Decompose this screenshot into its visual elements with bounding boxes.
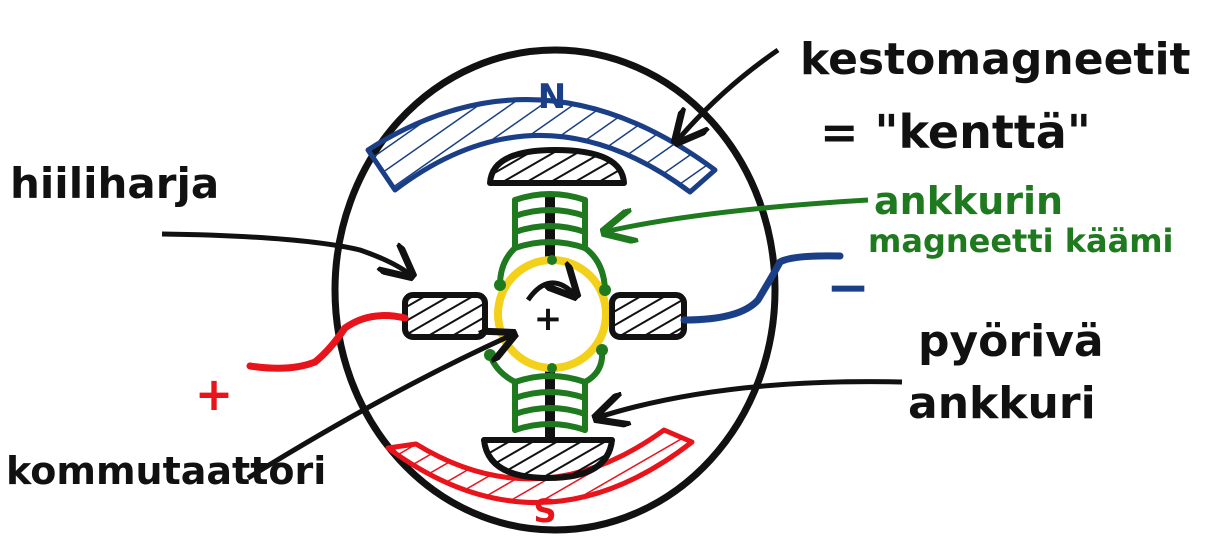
rotation-arrow	[525, 283, 576, 300]
axis-center-mark: +	[534, 299, 563, 339]
field-label: = "kenttä"	[820, 105, 1091, 159]
commutator-leader-arrow	[246, 334, 514, 481]
magnet-leader-arrow	[676, 47, 780, 142]
south-pole-label: S	[533, 492, 556, 530]
rotating-armature	[481, 147, 627, 481]
minus-terminal-label: −	[826, 258, 870, 318]
plus-terminal-label: +	[195, 367, 234, 421]
left-brush	[402, 292, 488, 340]
north-magnet: N	[365, 77, 718, 195]
armature-coil-label-line2: magneetti käämi	[868, 222, 1174, 260]
positive-wire	[246, 312, 409, 372]
rotating-armature-label-line2: ankkuri	[908, 378, 1096, 429]
armature-leader-arrow	[596, 379, 903, 418]
right-brush	[609, 292, 687, 340]
rotating-armature-label-line1: pyörivä	[918, 316, 1104, 367]
permanent-magnets-label: kestomagneetit	[800, 34, 1191, 85]
north-pole-label: N	[538, 77, 566, 117]
south-magnet: S	[385, 427, 695, 530]
negative-wire	[680, 252, 844, 324]
brush-leader-arrow	[161, 231, 412, 276]
armature-coil-label-line1: ankkurin	[874, 179, 1063, 223]
coil-leader-arrow	[604, 197, 869, 232]
commutator-label: kommutaattori	[6, 449, 326, 493]
brush-label: hiiliharja	[10, 159, 219, 208]
motor-housing	[331, 46, 779, 534]
